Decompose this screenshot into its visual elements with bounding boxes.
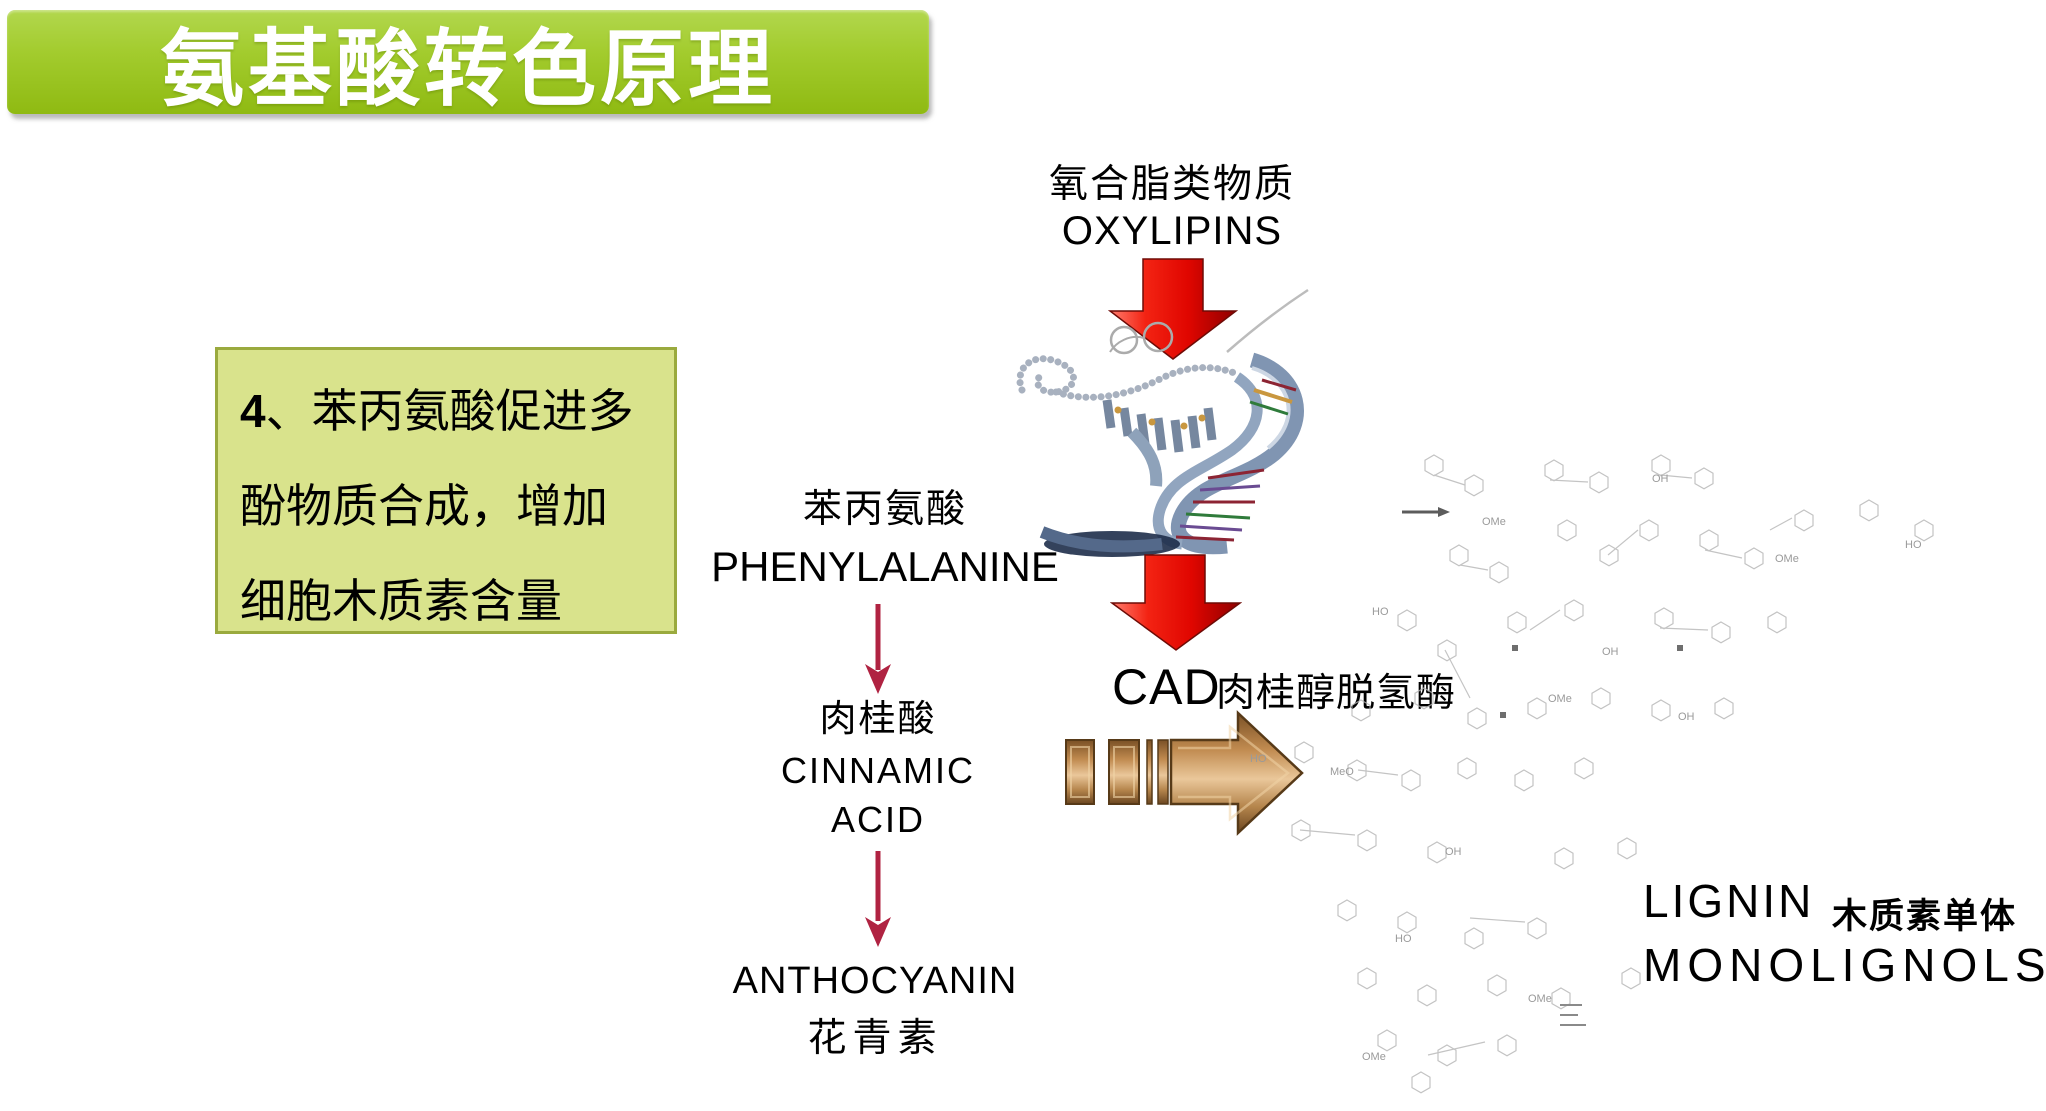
thin-down-arrow-cinnamic-icon (865, 604, 891, 694)
svg-text:OH: OH (1602, 646, 1619, 658)
lignin-zh: 木质素单体 (1832, 897, 2018, 936)
dna-unwinding-illustration (1016, 288, 1309, 557)
svg-text:OH: OH (1445, 846, 1462, 858)
page-title: 氨基酸转色原理 (159, 21, 776, 116)
note-line-1: 4、苯丙氨酸促进多 (240, 364, 674, 459)
svg-text:OMe: OMe (1775, 553, 1799, 565)
svg-text:OH: OH (1678, 711, 1695, 723)
anthocyanin-zh: 花青素 (807, 1017, 943, 1060)
note-number: 4 (240, 385, 266, 437)
phenylalanine-zh: 苯丙氨酸 (802, 488, 967, 531)
striped-right-arrow-icon (1065, 710, 1304, 836)
svg-text:HO: HO (1372, 606, 1389, 618)
title-banner: 氨基酸转色原理 (7, 10, 929, 116)
oxylipins-zh: 氧合脂类物质 (1048, 163, 1295, 206)
note-box: 4、苯丙氨酸促进多 酚物质合成，增加 细胞木质素含量 (215, 347, 677, 634)
cinnamic-en-2: ACID (830, 799, 925, 840)
svg-text:HO: HO (1395, 933, 1412, 945)
monolignols-en: MONOLIGNOLS (1643, 939, 2046, 991)
cinnamic-acid-label: 肉桂酸 CINNAMIC ACID (678, 688, 1078, 841)
anthocyanin-en: ANTHOCYANIN (732, 960, 1018, 1002)
anthocyanin-label: ANTHOCYANIN 花青素 (675, 960, 1075, 1063)
svg-text:OMe: OMe (1528, 993, 1552, 1005)
svg-text:MeO: MeO (1330, 766, 1354, 778)
cad-abbr: CAD (1112, 659, 1221, 715)
note-line-2: 酚物质合成，增加 (240, 481, 608, 532)
phenylalanine-label: 苯丙氨酸 PHENYLALANINE (685, 478, 1085, 591)
svg-text:HO: HO (1250, 753, 1267, 765)
svg-text:OMe: OMe (1548, 693, 1572, 705)
svg-text:OMe: OMe (1362, 1051, 1386, 1063)
svg-text:OH: OH (1652, 473, 1669, 485)
svg-text:HO: HO (1905, 539, 1922, 551)
svg-text:OMe: OMe (1482, 516, 1506, 528)
note-line-1-text: 、苯丙氨酸促进多 (265, 386, 634, 437)
lignin-en: LIGNIN (1643, 875, 1815, 927)
phenylalanine-en: PHENYLALANINE (711, 543, 1059, 590)
oxylipins-en: OXYLIPINS (1061, 209, 1283, 253)
red-down-block-arrow-bottom-icon (1110, 554, 1242, 651)
red-down-block-arrow-top-icon (1108, 258, 1238, 360)
oxylipins-label: 氧合脂类物质 OXYLIPINS (972, 153, 1372, 254)
thin-down-arrow-anthocyanin-icon (865, 851, 891, 947)
cinnamic-zh: 肉桂酸 (819, 698, 937, 739)
cinnamic-en-1: CINNAMIC (781, 750, 975, 791)
note-line-3: 细胞木质素含量 (240, 576, 562, 627)
